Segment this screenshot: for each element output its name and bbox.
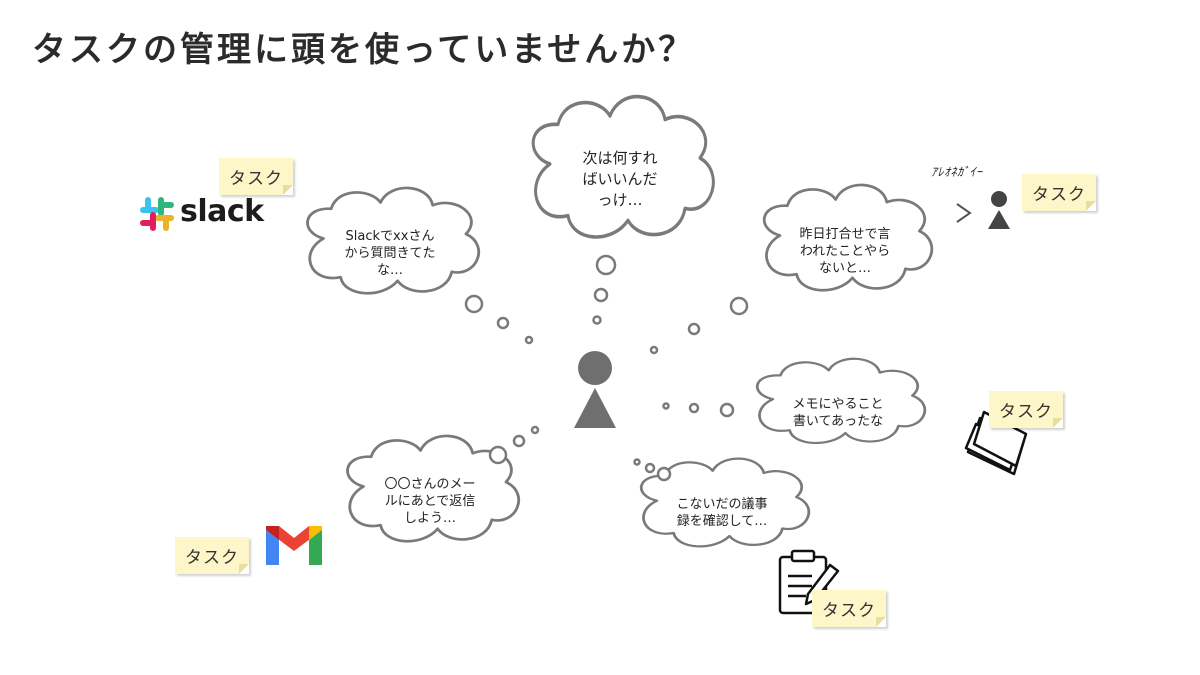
boss-label: ｱﾚｵﾈｶﾞｲｰ (931, 165, 983, 179)
slack-logo-icon (140, 197, 174, 231)
thought-dots (464, 254, 749, 482)
task-note-boss: タスク (1022, 174, 1096, 211)
thought-text-meeting: 昨日打合せで言われたことやらないと… (799, 227, 891, 276)
thought-text-minutes: こないだの議事録を確認して… (676, 497, 768, 529)
task-note-memo: タスク (989, 391, 1063, 428)
boss-person-icon (956, 191, 1010, 229)
thought-text-slack: Slackでxxさんから質問きてたな… (344, 229, 436, 278)
page-title: タスクの管理に頭を使っていませんか？ (32, 30, 696, 70)
thought-text-center: 次は何すればいいんだっけ… (582, 149, 658, 209)
thought-text-mail: 〇〇さんのメールにあとで返信しよう… (384, 477, 476, 526)
gmail-logo-icon (266, 526, 322, 565)
task-note-minutes: タスク (812, 590, 886, 627)
slack-logo-text: slack (180, 194, 264, 229)
task-note-mail: タスク (175, 537, 249, 574)
thought-text-memo: メモにやること書いてあったな (792, 397, 884, 429)
person-icon (574, 351, 616, 428)
task-note-slack: タスク (219, 158, 293, 195)
